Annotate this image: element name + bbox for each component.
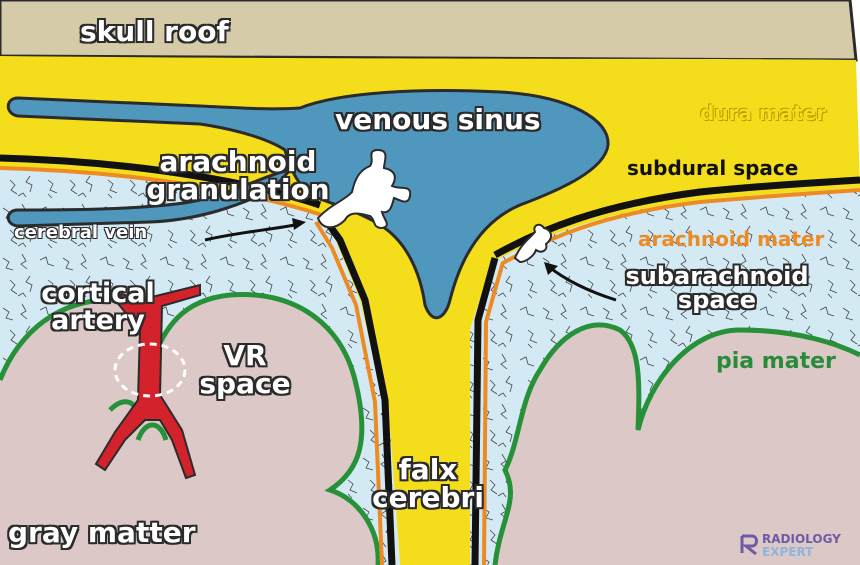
arachnoid-granulation-line1: arachnoid bbox=[159, 145, 317, 178]
logo-line2: EXPERT bbox=[762, 544, 814, 559]
subarachnoid-space-line1: subarachnoid bbox=[625, 262, 809, 290]
vr-space-line2: space bbox=[199, 367, 291, 400]
gray-matter-label: gray matter bbox=[8, 516, 196, 549]
radiology-expert-logo-mark bbox=[740, 534, 758, 556]
vr-space-label: VR space bbox=[190, 342, 300, 398]
falx-cerebri-label: falx cerebri bbox=[358, 456, 498, 512]
radiology-expert-logo: RADIOLOGY EXPERT bbox=[762, 533, 841, 558]
vr-space-line1: VR bbox=[223, 339, 267, 372]
falx-cerebri-line1: falx bbox=[398, 453, 458, 486]
dura-mater-label: dura mater bbox=[700, 101, 827, 125]
vr-space-outline bbox=[113, 342, 187, 398]
cortical-artery-line2: artery bbox=[51, 305, 145, 336]
cortical-artery-label: cortical artery bbox=[18, 280, 178, 334]
venous-sinus-label: venous sinus bbox=[335, 103, 541, 136]
arachnoid-granulation-label: arachnoid granulation bbox=[138, 148, 338, 204]
arachnoid-mater-label: arachnoid mater bbox=[638, 227, 825, 251]
cortical-artery bbox=[94, 283, 201, 480]
gray-matter-right bbox=[495, 324, 860, 565]
venous-sinus bbox=[6, 89, 610, 319]
subdural-space-label: subdural space bbox=[627, 156, 799, 180]
subdural-line-left bbox=[0, 154, 322, 209]
falx-cerebri-line2: cerebri bbox=[372, 481, 484, 514]
arachnoid-granulation-small bbox=[513, 223, 552, 264]
gray-matter-left bbox=[0, 294, 379, 565]
arrow-cerebral-vein bbox=[204, 222, 301, 242]
falx-outline-left bbox=[319, 212, 396, 565]
arachnoid-granulation-line2: granulation bbox=[146, 173, 330, 206]
cerebral-vein-label: cerebral vein bbox=[14, 222, 148, 243]
subarachnoid-space-label: subarachnoid space bbox=[612, 264, 822, 312]
logo-line1: RADIOLOGY bbox=[762, 532, 841, 546]
skull-roof-label: skull roof bbox=[80, 15, 229, 48]
pia-mater-label: pia mater bbox=[716, 349, 836, 374]
arachnoid-granulation-main bbox=[316, 148, 412, 230]
subarachnoid-space-line2: space bbox=[677, 286, 757, 314]
falx-outline-right bbox=[471, 257, 499, 565]
cerebral-vein bbox=[6, 167, 295, 228]
cortical-artery-line1: cortical bbox=[41, 278, 155, 309]
